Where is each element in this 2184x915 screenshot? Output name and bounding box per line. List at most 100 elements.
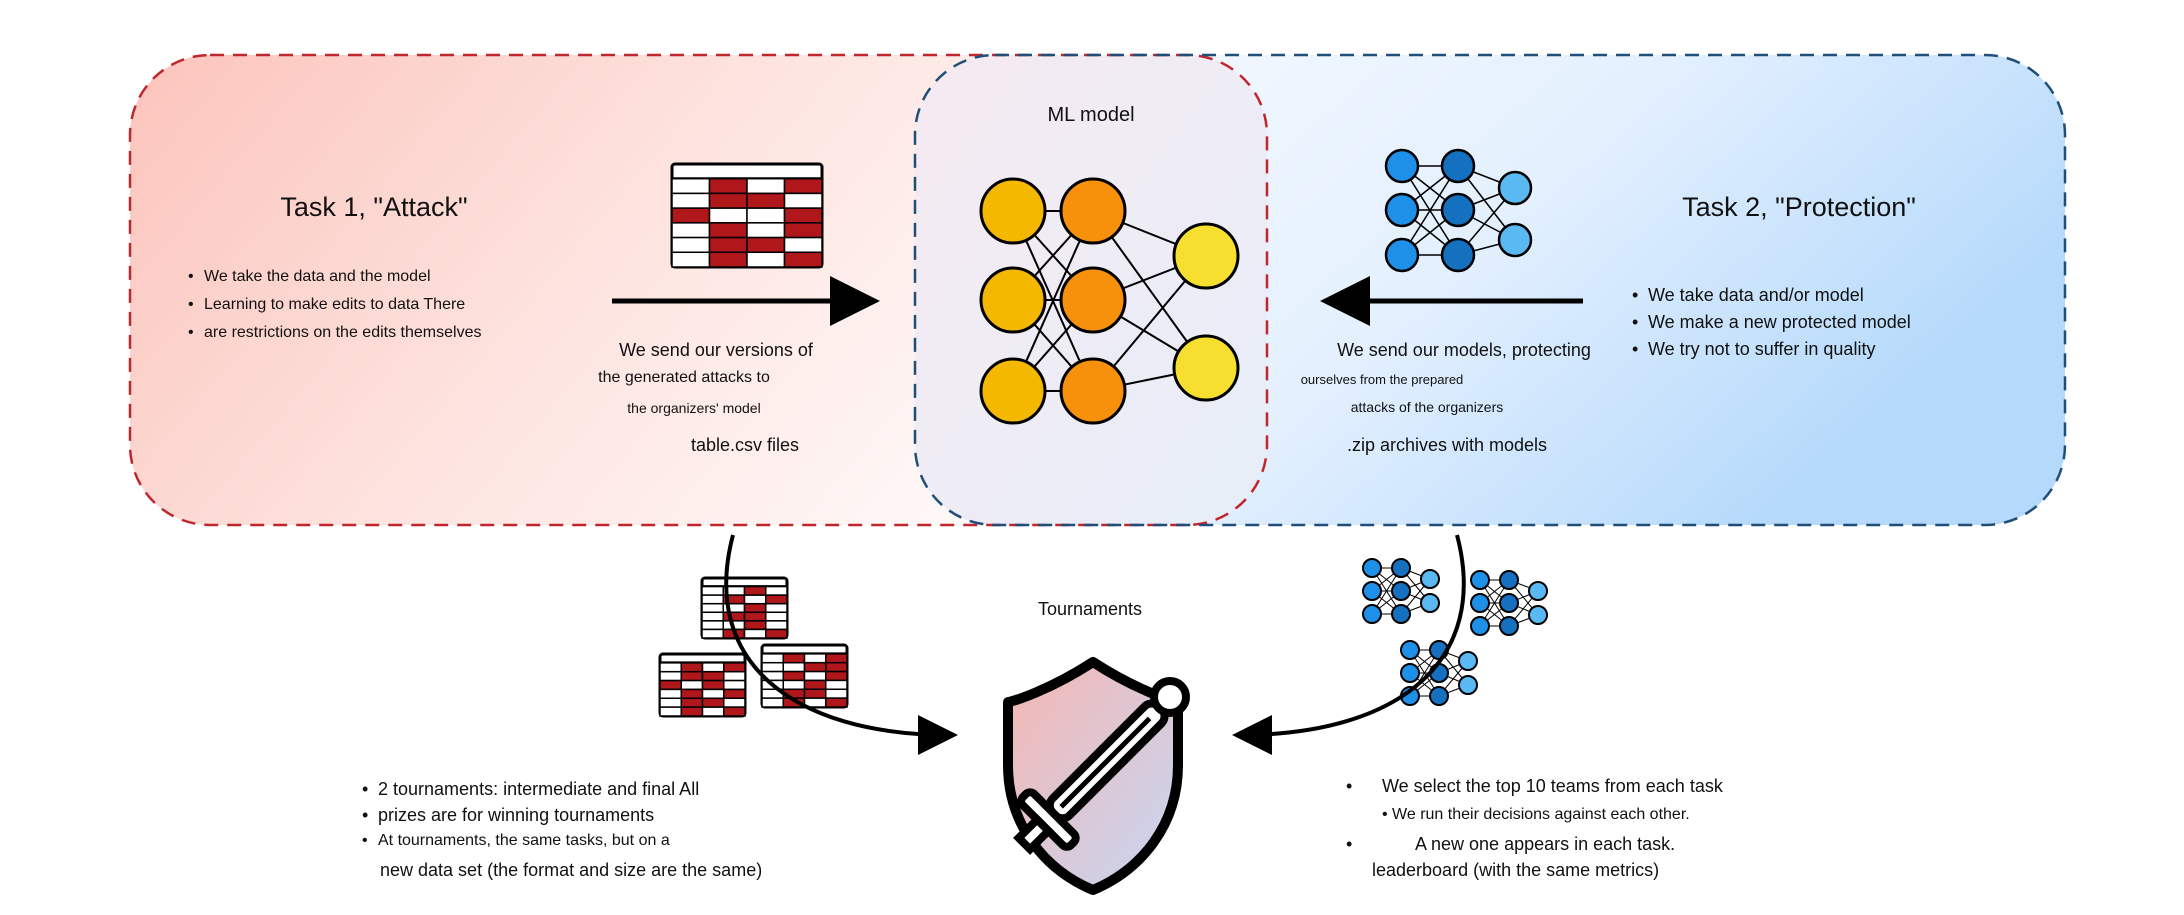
tournaments-title: Tournaments	[1037, 599, 1143, 619]
network-node	[1362, 558, 1382, 578]
network-node	[1440, 192, 1476, 228]
table-cell	[671, 222, 711, 239]
network-node	[1400, 640, 1420, 660]
selection-note-2: • We run their decisions against each ot…	[1382, 806, 1690, 823]
table-cell	[659, 706, 682, 717]
protection-region-border	[913, 53, 2067, 527]
table-cell	[783, 251, 823, 268]
table-cell	[671, 236, 711, 254]
table-cell	[659, 670, 682, 682]
table-cell	[708, 236, 748, 254]
table-cell	[708, 192, 748, 209]
table-cell	[746, 236, 786, 254]
network-node	[1384, 192, 1420, 228]
table-cell	[701, 670, 725, 682]
table-cell	[783, 236, 823, 254]
table-cell	[743, 620, 767, 631]
attack-file-label: table.csv files	[690, 435, 800, 455]
selection-bullet: •	[1346, 776, 1353, 796]
network-node	[979, 357, 1047, 425]
table-cell	[761, 653, 784, 664]
network-node	[1458, 651, 1478, 671]
table-cell	[723, 679, 746, 691]
table-cell	[701, 662, 725, 673]
table-cell	[701, 594, 724, 605]
table-cell	[701, 620, 724, 631]
network-node	[1384, 148, 1420, 184]
table-cell	[701, 611, 724, 622]
network-node	[1420, 569, 1440, 589]
table-cell	[708, 207, 748, 224]
table-cell	[671, 207, 711, 224]
task2-bullets: We take data and/or model We make a new …	[1632, 282, 1911, 363]
network-node	[1429, 686, 1449, 706]
table-cell	[701, 602, 724, 614]
network-node	[1362, 581, 1382, 601]
table-cell	[701, 688, 725, 700]
table-cell	[659, 662, 682, 673]
network-node	[1059, 266, 1127, 334]
network-node	[1172, 222, 1240, 290]
protect-flow-line-1: We send our models, protecting	[1337, 340, 1591, 360]
network-node	[1458, 675, 1478, 695]
tournament-notes: 2 tournaments: intermediate and final Al…	[362, 776, 699, 854]
selection-note-1: We select the top 10 teams from each tas…	[1382, 776, 1723, 796]
table-cell	[825, 653, 848, 664]
network-node	[1528, 581, 1548, 601]
attack-tables-cluster-icon	[658, 576, 849, 718]
table-cell	[708, 222, 748, 239]
task2-bullet: We try not to suffer in quality	[1632, 336, 1911, 363]
tournament-note: 2 tournaments: intermediate and final Al…	[362, 776, 699, 802]
table-cell	[765, 611, 788, 622]
table-cell	[825, 661, 848, 673]
task2-title: Task 2, "Protection"	[1682, 192, 1916, 222]
table-cell	[723, 662, 746, 673]
table-cell	[782, 661, 806, 673]
table-cell	[671, 251, 711, 268]
table-cell	[680, 670, 704, 682]
table-cell	[723, 697, 746, 708]
table-cell	[782, 670, 806, 682]
tournament-note: At tournaments, the same tasks, but on a	[362, 828, 699, 854]
table-cell	[803, 688, 827, 699]
table-cell	[783, 222, 823, 239]
network-node	[1528, 605, 1548, 625]
table-cell	[708, 251, 748, 268]
table-cell	[671, 177, 711, 195]
task1-bullet: Learning to make edits to data There	[188, 291, 481, 319]
network-node	[1499, 593, 1519, 613]
table-cell	[743, 594, 767, 605]
selection-note-4: leaderboard (with the same metrics)	[1372, 860, 1660, 880]
network-node	[1059, 177, 1127, 245]
table-cell	[825, 670, 848, 682]
table-cell	[782, 653, 806, 664]
table-cell	[783, 207, 823, 224]
table-cell	[783, 177, 823, 195]
table-cell	[825, 688, 848, 699]
task1-title: Task 1, "Attack"	[280, 192, 468, 222]
table-cell	[680, 688, 704, 700]
table-cell	[803, 661, 827, 673]
network-node	[979, 177, 1047, 245]
protect-flow-line-2: ourselves from the prepared	[1300, 372, 1464, 387]
network-node	[1499, 616, 1519, 636]
table-cell	[765, 602, 788, 614]
network-node	[1470, 616, 1490, 636]
network-node	[1391, 581, 1411, 601]
network-node	[1384, 237, 1420, 273]
network-node	[1497, 222, 1533, 258]
network-node	[1400, 663, 1420, 683]
tournament-note: prizes are for winning tournaments	[362, 802, 699, 828]
table-cell	[723, 670, 746, 682]
network-node	[1059, 357, 1127, 425]
table-cell	[803, 679, 827, 691]
table-cell	[680, 706, 704, 717]
ml-model-title: ML model	[1047, 104, 1135, 126]
table-cell	[701, 679, 725, 691]
table-cell	[701, 628, 724, 639]
table-cell	[723, 706, 746, 717]
task2-bullet: We take data and/or model	[1632, 282, 1911, 309]
task2-bullet: We make a new protected model	[1632, 309, 1911, 336]
table-cell	[659, 679, 682, 691]
table-cell	[765, 594, 788, 605]
